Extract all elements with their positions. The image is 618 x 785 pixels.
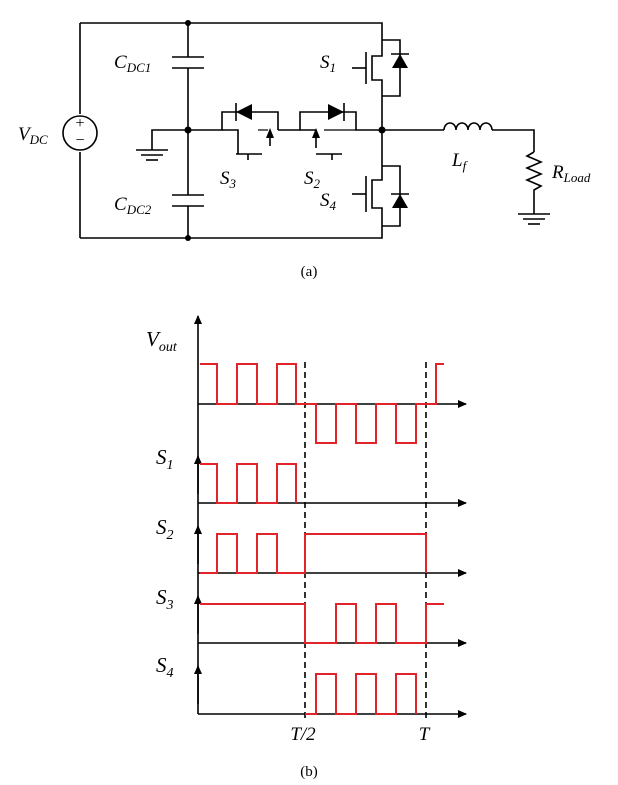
svg-text:−: − [75,132,84,149]
ground-midpoint [136,129,188,161]
switch-s1 [352,39,409,130]
switch-s3 [188,103,279,160]
top-rail-wire [80,22,383,48]
circuit-diagram: + − [18,20,591,280]
tick-period: T [419,724,431,745]
inductor-lf [443,122,493,131]
label-s1: S1 [320,52,336,75]
resistor-rload [524,151,544,214]
caption-b: (b) [300,764,318,780]
capacitor-cdc1 [172,56,204,69]
switch-s4 [352,130,409,228]
label-cdc1: CDC1 [114,52,151,75]
label-rload: RLoad [551,162,591,185]
bottom-rail-wire [80,228,383,239]
switch-s2 [278,103,382,160]
timing-diagram: Vout S1 S2 S3 S4 T/2 T (b) [146,315,467,780]
label-wave-s3: S3 [156,585,174,613]
svg-text:+: + [75,115,84,132]
tick-half-period: T/2 [290,724,316,745]
node-dot [185,235,191,241]
dc-source: + − [62,115,98,151]
waveform-s4 [305,673,417,715]
waveform-s2 [200,533,427,574]
label-wave-s2: S2 [156,515,174,543]
node-dot [185,20,191,26]
label-lf: Lf [451,150,469,173]
waveform-vout [200,363,444,444]
capacitor-cdc2 [172,194,204,207]
caption-a: (a) [301,264,318,280]
label-s2: S2 [304,168,321,191]
waveform-s1 [200,463,297,504]
label-wave-s1: S1 [156,445,174,473]
label-vout: Vout [146,327,178,355]
label-wave-s4: S4 [156,653,174,681]
label-s3: S3 [220,168,237,191]
label-vdc: VDC [18,124,48,147]
ground-load [518,213,550,225]
waveform-s3 [200,603,444,644]
load-wire [492,129,535,152]
label-s4: S4 [320,190,337,213]
label-cdc2: CDC2 [114,194,152,217]
